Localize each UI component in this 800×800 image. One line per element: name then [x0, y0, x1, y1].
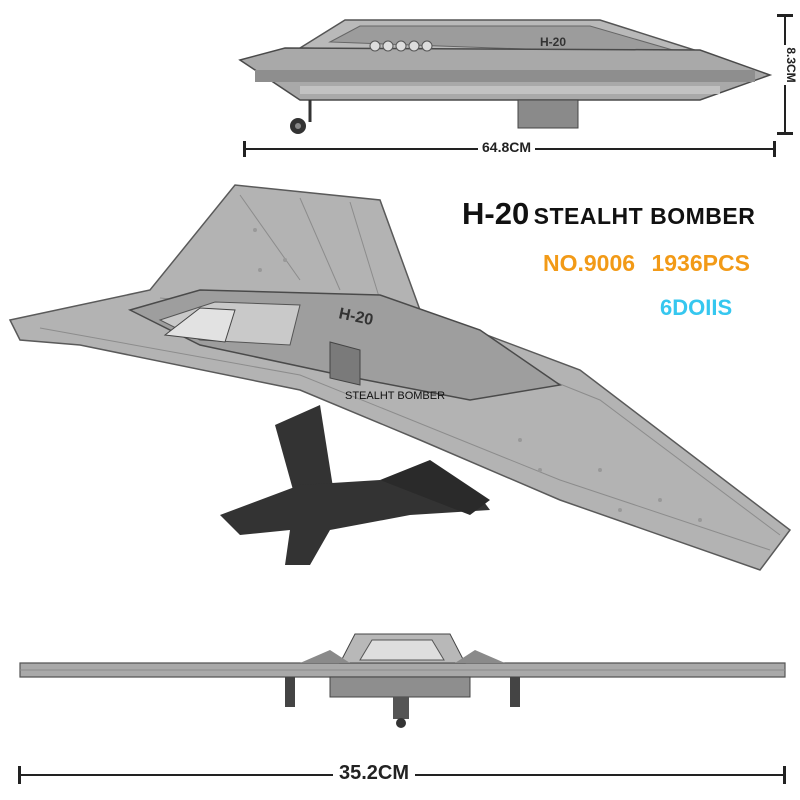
svg-text:H-20: H-20 [337, 305, 375, 329]
product-title-rest: STEALHT BOMBER [533, 203, 756, 229]
main-model-image: H-20 [8, 184, 792, 571]
side-view-image: H-20 [238, 19, 773, 134]
svg-text:H-20: H-20 [540, 35, 566, 49]
height-dimension-label: 8.3CM [784, 45, 798, 85]
wingspan-dimension-label: 35.2CM [333, 762, 416, 785]
front-view-image [19, 633, 786, 728]
product-number-and-pieces: NO.9006 1936PCS [543, 250, 750, 277]
product-piece-count: 1936PCS [651, 250, 750, 276]
product-title-main: H-20 [462, 196, 530, 231]
length-dimension-tick-left [243, 141, 246, 157]
wingspan-dimension-tick-right [783, 766, 786, 784]
model-decal-label: STEALHT BOMBER [345, 390, 446, 402]
display-stand [220, 405, 490, 565]
height-dimension-tick-top [777, 14, 793, 17]
height-dimension-tick-bottom [777, 132, 793, 135]
wingspan-dimension-tick-left [18, 766, 21, 784]
product-title: H-20 STEALHT BOMBER [462, 196, 755, 232]
length-dimension-label: 64.8CM [478, 139, 536, 155]
length-dimension-tick-right [773, 141, 776, 157]
product-item-number: NO.9006 [543, 250, 636, 276]
brand-name: 6DOIIS [660, 295, 733, 320]
